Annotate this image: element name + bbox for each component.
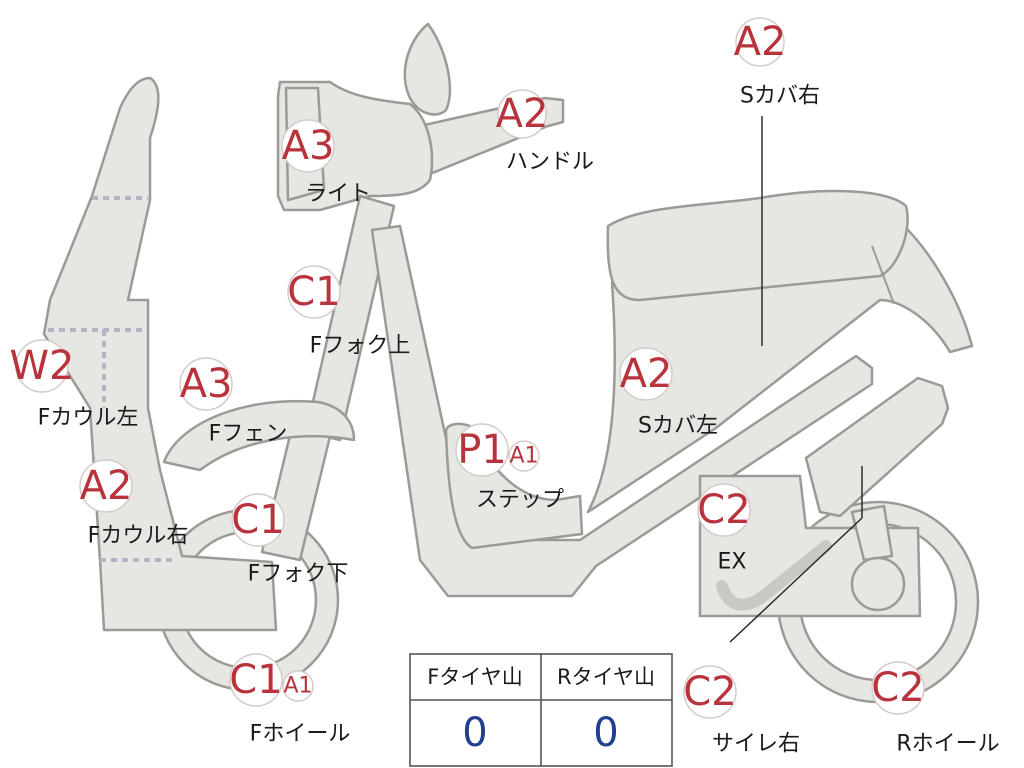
marker-f-cowl-left[interactable]: W2 Fカウル左 bbox=[10, 339, 139, 431]
marker-label: Rホイール bbox=[896, 732, 999, 757]
marker-code: A2 bbox=[496, 91, 549, 137]
marker-code: C2 bbox=[683, 669, 736, 715]
marker-label: Sカバ左 bbox=[638, 414, 718, 439]
marker-ex[interactable]: C2 EX bbox=[697, 483, 751, 575]
rear-tread-value[interactable]: 0 bbox=[593, 710, 618, 756]
marker-f-fork-upper[interactable]: C1 Fフォク上 bbox=[287, 265, 411, 359]
marker-label: Fカウル右 bbox=[88, 524, 189, 549]
marker-label: Fフェン bbox=[209, 422, 288, 447]
marker-code: C1 bbox=[229, 657, 282, 703]
marker-label: EX bbox=[718, 550, 747, 575]
marker-f-wheel[interactable]: C1 A1 Fホイール bbox=[229, 653, 351, 747]
marker-sub-code: A1 bbox=[283, 674, 312, 699]
marker-label: Fフォク下 bbox=[248, 562, 349, 587]
marker-label: ライト bbox=[305, 182, 371, 207]
marker-code: C2 bbox=[871, 665, 924, 711]
marker-code: A2 bbox=[80, 463, 133, 509]
marker-label: ハンドル bbox=[506, 150, 594, 175]
marker-s-cover-l[interactable]: A2 Sカバ左 bbox=[619, 347, 718, 439]
marker-code: C1 bbox=[231, 497, 284, 543]
marker-label: ステップ bbox=[476, 488, 564, 513]
marker-label: Fカウル左 bbox=[38, 406, 139, 431]
marker-code: A3 bbox=[180, 361, 233, 407]
marker-code: C2 bbox=[697, 487, 750, 533]
marker-step[interactable]: P1 A1 ステップ bbox=[455, 423, 564, 513]
marker-s-cover-r[interactable]: A2 Sカバ右 bbox=[734, 17, 820, 109]
marker-code: A2 bbox=[620, 351, 673, 397]
marker-code: A2 bbox=[734, 19, 787, 65]
tire-tread-table: Fタイヤ山 Rタイヤ山 0 0 bbox=[409, 653, 673, 767]
marker-silencer-r[interactable]: C2 サイレ右 bbox=[683, 665, 800, 757]
marker-r-wheel[interactable]: C2 Rホイール bbox=[871, 661, 1000, 757]
marker-f-cowl-right[interactable]: A2 Fカウル右 bbox=[79, 459, 189, 549]
marker-code: W2 bbox=[10, 343, 75, 389]
marker-sub-code: A1 bbox=[509, 444, 538, 469]
marker-handle[interactable]: A2 ハンドル bbox=[496, 89, 594, 175]
marker-code: A3 bbox=[282, 123, 335, 169]
leader-lines bbox=[729, 116, 863, 643]
marker-code: P1 bbox=[457, 427, 507, 473]
marker-f-fork-lower[interactable]: C1 Fフォク下 bbox=[231, 493, 349, 587]
table-header-front-tread: Fタイヤ山 bbox=[427, 665, 522, 689]
marker-label: Sカバ右 bbox=[740, 84, 820, 109]
marker-light[interactable]: A3 ライト bbox=[281, 119, 371, 207]
front-tread-value[interactable]: 0 bbox=[462, 710, 487, 756]
marker-label: サイレ右 bbox=[712, 732, 800, 757]
marker-code: C1 bbox=[287, 269, 340, 315]
marker-label: Fフォク上 bbox=[310, 334, 411, 359]
marker-label: Fホイール bbox=[250, 722, 351, 747]
marker-f-fender[interactable]: A3 Fフェン bbox=[179, 357, 288, 447]
table-header-rear-tread: Rタイヤ山 bbox=[557, 665, 655, 689]
